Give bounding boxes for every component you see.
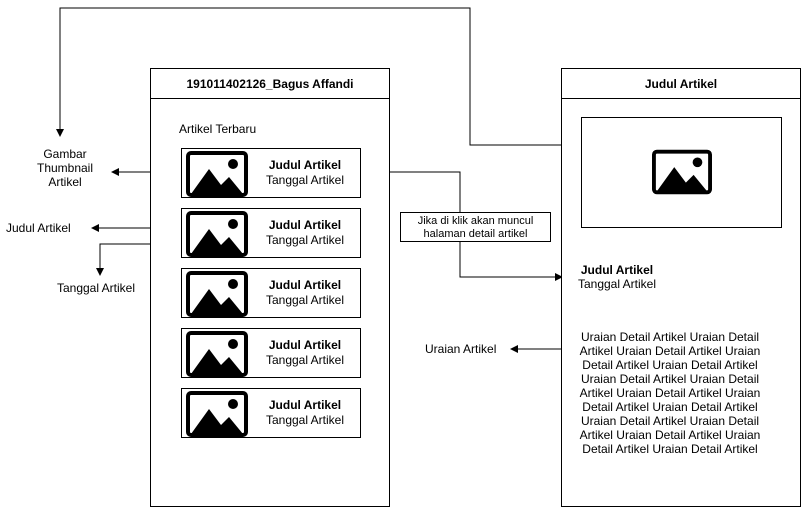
image-icon — [186, 331, 248, 377]
article-card[interactable]: Judul Artikel Tanggal Artikel — [181, 328, 361, 378]
card-date: Tanggal Artikel — [265, 293, 345, 307]
arrow-to-thumbnail-annotation — [56, 7, 581, 146]
annotation-description: Uraian Artikel — [425, 342, 497, 356]
screen-title: 191011402126_Bagus Affandi — [151, 69, 389, 99]
card-title: Judul Artikel — [268, 278, 342, 292]
card-title: Judul Artikel — [268, 158, 342, 172]
article-card[interactable]: Judul Artikel Tanggal Artikel — [181, 268, 361, 318]
card-date: Tanggal Artikel — [265, 353, 345, 367]
image-icon — [186, 271, 248, 317]
detail-description: Uraian Detail Artikel Uraian Detail Arti… — [579, 330, 761, 456]
card-date: Tanggal Artikel — [265, 233, 345, 247]
article-card[interactable]: Judul Artikel Tanggal Artikel — [181, 148, 361, 198]
annotation-thumbnail: Gambar Thumbnail Artikel — [36, 147, 94, 189]
card-date: Tanggal Artikel — [265, 173, 345, 187]
article-list-screen: 191011402126_Bagus Affandi Artikel Terba… — [150, 68, 390, 507]
screen-title: Judul Artikel — [562, 69, 800, 99]
article-detail-screen: Judul Artikel Judul Artikel Tanggal Arti… — [561, 68, 801, 507]
annotation-title: Judul Artikel — [6, 221, 71, 235]
annotation-date: Tanggal Artikel — [56, 281, 136, 295]
card-date: Tanggal Artikel — [265, 413, 345, 427]
detail-image-box — [581, 117, 782, 228]
image-icon — [186, 391, 248, 437]
image-icon — [186, 151, 248, 197]
image-icon — [652, 149, 712, 195]
card-title: Judul Artikel — [268, 398, 342, 412]
image-icon — [186, 211, 248, 257]
detail-date: Tanggal Artikel — [577, 277, 657, 291]
article-card[interactable]: Judul Artikel Tanggal Artikel — [181, 208, 361, 258]
card-title: Judul Artikel — [268, 338, 342, 352]
card-title: Judul Artikel — [268, 218, 342, 232]
annotation-click-note: Jika di klik akan muncul halaman detail … — [400, 212, 551, 242]
section-label: Artikel Terbaru — [179, 122, 257, 136]
article-card[interactable]: Judul Artikel Tanggal Artikel — [181, 388, 361, 438]
detail-title: Judul Artikel — [580, 263, 654, 277]
